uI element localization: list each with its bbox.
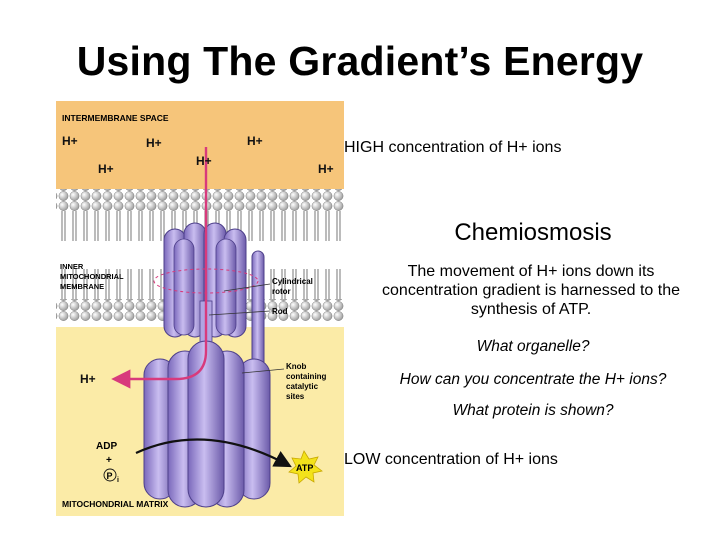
h-ion-1: H+ xyxy=(62,134,78,148)
atp-star xyxy=(288,450,323,484)
membrane-label-line2: MITOCHONDRIAL xyxy=(60,272,124,281)
question-organelle: What organelle? xyxy=(476,338,590,355)
intermembrane-space-label: INTERMEMBRANE SPACE xyxy=(62,113,169,123)
h-ion-6: H+ xyxy=(318,162,334,176)
atp-label: ATP xyxy=(296,463,313,473)
phosphate-circle xyxy=(103,468,117,482)
h-ion-2: H+ xyxy=(146,136,162,150)
phosphate-subscript: i xyxy=(117,477,119,484)
membrane-label-line1: INNER xyxy=(60,262,84,271)
adp-label: ADP xyxy=(96,441,117,452)
h-ion-4: H+ xyxy=(98,162,114,176)
high-concentration-text: HIGH concentration of H+ ions xyxy=(344,139,562,156)
question-protein: What protein is shown? xyxy=(452,402,614,419)
atp-synthase-diagram: INTERMEMBRANE SPACE H+ H+ H+ H+ H+ H+ H+… xyxy=(56,101,344,516)
intermembrane-space-region xyxy=(56,101,344,189)
knob-label-line3: catalytic xyxy=(286,382,319,391)
chemiosmosis-heading: Chemiosmosis xyxy=(454,219,612,246)
membrane-label-line3: MEMBRANE xyxy=(60,282,104,291)
low-concentration-text: LOW concentration of H+ ions xyxy=(344,451,558,468)
plus-label: + xyxy=(106,455,112,466)
h-ion-5: H+ xyxy=(196,154,212,168)
atp-synthase-protein xyxy=(143,222,271,508)
chemiosmosis-description: The movement of H+ ions down its concent… xyxy=(382,263,680,318)
question-concentrate: How can you concentrate the H+ ions? xyxy=(399,371,667,388)
mitochondrial-matrix-label: MITOCHONDRIAL MATRIX xyxy=(62,499,169,509)
knob-label-line4: sites xyxy=(286,392,305,401)
adp-to-atp-arrow xyxy=(135,438,292,468)
slide-title: Using The Gradient’s Energy xyxy=(76,38,644,84)
h-ion-3: H+ xyxy=(247,134,263,148)
rotor-label-line2: rotor xyxy=(272,287,291,296)
phosphate-label: P xyxy=(107,471,113,481)
rod-label: Rod xyxy=(272,307,288,316)
proton-flow-arrow xyxy=(111,147,208,389)
knob-label-line1: Knob xyxy=(286,362,307,371)
h-ion-matrix: H+ xyxy=(80,372,96,386)
rotor-label-line1: Cylindrical xyxy=(272,277,313,286)
knob-label-line2: containing xyxy=(286,372,327,381)
